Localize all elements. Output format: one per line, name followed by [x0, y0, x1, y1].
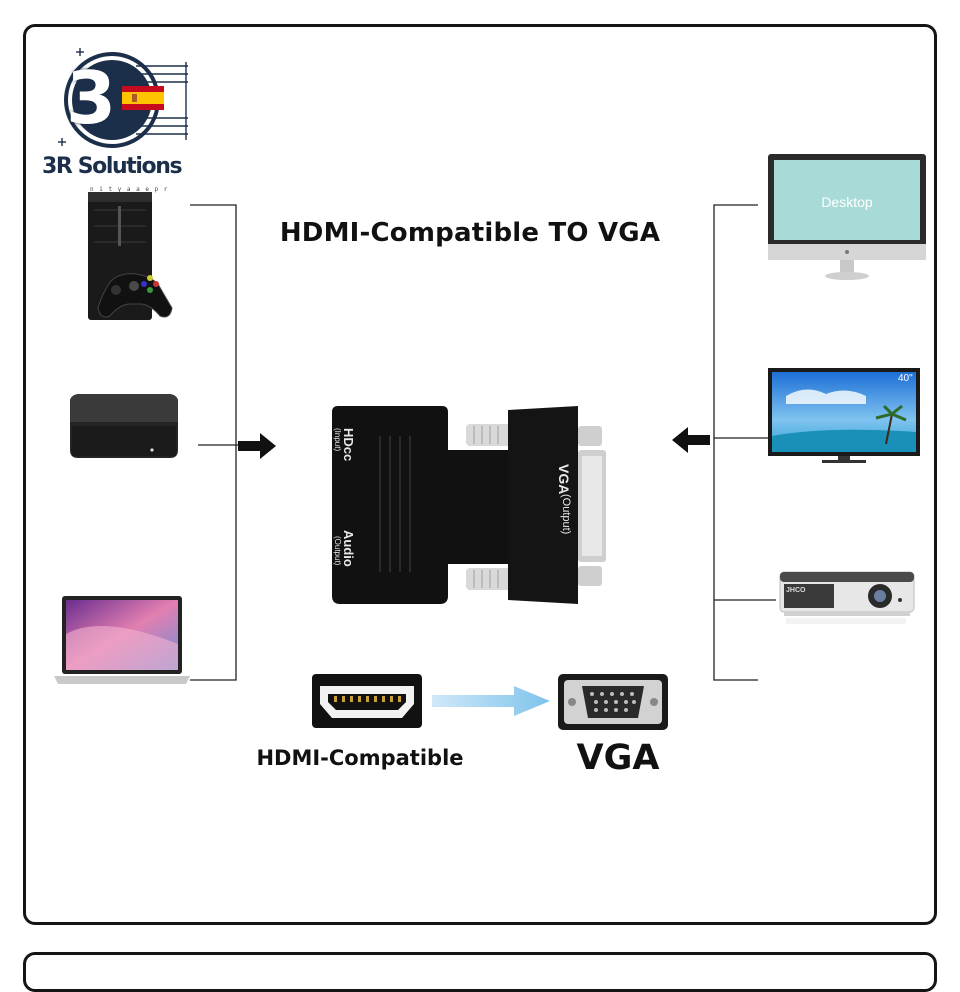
- television-icon: [768, 368, 920, 463]
- adapter-output-label: VGA: [556, 464, 572, 495]
- adapter-input-label: HDcc: [341, 428, 356, 462]
- vga-label: VGA: [576, 738, 660, 778]
- logo-emblem-icon: [58, 48, 188, 148]
- laptop-icon: [54, 596, 190, 684]
- logo-text: 3R Solutions: [42, 154, 183, 179]
- projector-icon: [779, 571, 915, 624]
- adapter-input-sub: (Input): [333, 428, 342, 452]
- vga-port-icon: [558, 674, 668, 730]
- tv-screen-text: 40": [898, 373, 913, 384]
- desktop-monitor-icon: [768, 154, 926, 280]
- xbox-console-icon: [88, 192, 173, 320]
- hdmi-vga-adapter-icon: [332, 406, 606, 604]
- adapter-output-sub: (Output): [560, 494, 572, 535]
- projector-brand-text: JHCO: [786, 587, 806, 594]
- connection-lines: [190, 204, 776, 681]
- hdmi-port-icon: [312, 674, 422, 728]
- hdmi-label: HDMI-Compatible: [256, 746, 464, 770]
- output-arrow-icon: [672, 427, 710, 453]
- diagram-title: HDMI-Compatible TO VGA: [279, 218, 661, 248]
- adapter-audio-label: Audio: [341, 530, 356, 567]
- adapter-audio-sub: (Output): [333, 536, 342, 566]
- flow-arrow-icon: [432, 686, 550, 716]
- monitor-screen-text: Desktop: [821, 194, 873, 210]
- set-top-box-icon: [70, 394, 178, 458]
- input-arrow-icon: [238, 433, 276, 459]
- logo-digit: 3: [66, 56, 117, 140]
